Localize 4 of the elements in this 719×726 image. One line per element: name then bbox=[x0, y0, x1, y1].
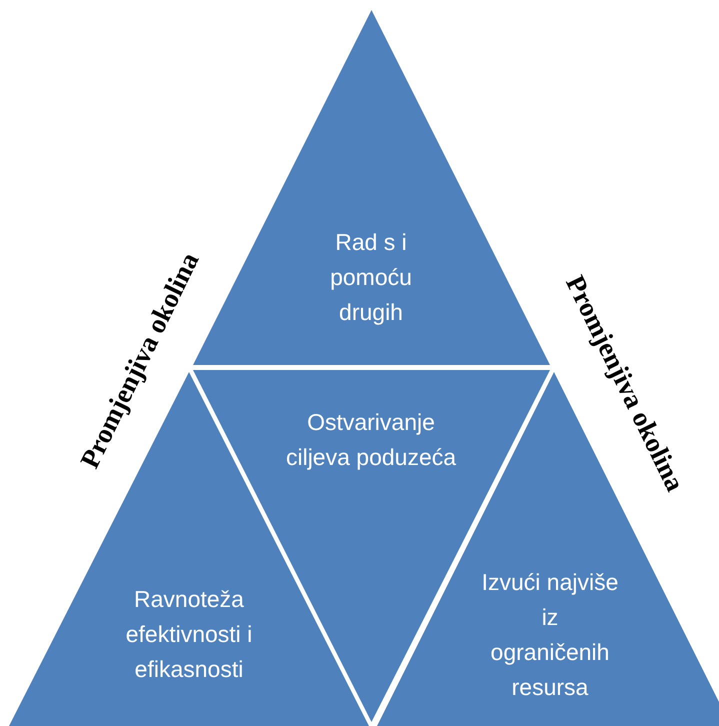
triangle-text: Izvući najviše iz ograničenih resursa bbox=[480, 568, 620, 702]
triangle-text: Ravnoteža efektivnosti i efikasnosti bbox=[124, 585, 254, 684]
triangle-text: Ostvarivanje ciljeva poduzeća bbox=[284, 408, 458, 472]
triangle-text: Rad s i pomoću drugih bbox=[329, 228, 413, 327]
